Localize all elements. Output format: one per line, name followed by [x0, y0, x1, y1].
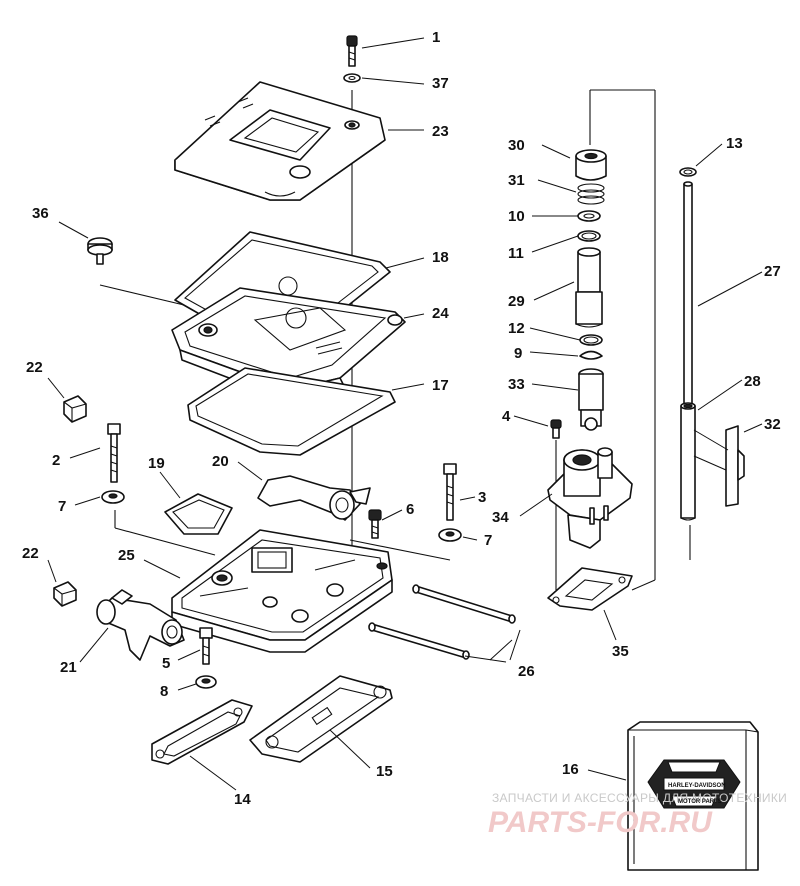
part-1-screw [346, 35, 358, 67]
callout-6: 6 [406, 501, 414, 518]
callout-11: 11 [508, 245, 524, 262]
callout-23: 23 [432, 123, 449, 140]
part-2-bolt [107, 423, 121, 483]
badge-text-genuine: GENUINE [676, 763, 713, 772]
part-29-tube [575, 247, 603, 328]
callout-13: 13 [726, 135, 743, 152]
part-12-oring [579, 334, 603, 346]
part-22-plug-lower [53, 581, 77, 607]
callout-29: 29 [508, 293, 525, 310]
callout-32: 32 [764, 416, 781, 433]
callout-12: 12 [508, 320, 525, 337]
badge-text-motor-parts: MOTOR PARTS [678, 799, 722, 805]
callout-14: 14 [234, 791, 251, 808]
part-35-gasket [547, 567, 633, 611]
part-11-oring [577, 230, 601, 242]
callout-18: 18 [432, 249, 449, 266]
part-19-gasket [164, 493, 233, 535]
part-7-washer-left [101, 490, 125, 504]
callout-4: 4 [502, 408, 511, 425]
callout-19: 19 [148, 455, 165, 472]
part-32-clip [725, 425, 745, 507]
callout-22-lower: 22 [22, 545, 39, 562]
part-37-washer [343, 73, 361, 83]
watermark-brand: PARTS-FOR.RU [488, 806, 713, 839]
watermark: ЗАПЧАСТИ И АКСЕССУАРЫ ДЛЯ МОТОТЕХНИКИ PA… [488, 791, 787, 839]
part-4-screw [550, 419, 562, 439]
callout-37: 37 [432, 75, 449, 92]
callout-17: 17 [432, 377, 449, 394]
callout-22-upper: 22 [26, 359, 43, 376]
callout-3: 3 [478, 489, 486, 506]
callout-36: 36 [32, 205, 49, 222]
part-26-shaft-upper [412, 584, 516, 624]
callout-27: 27 [764, 263, 781, 280]
part-22-plug-upper [63, 395, 87, 423]
callout-9: 9 [514, 345, 522, 362]
part-9-clip [579, 350, 603, 360]
part-36-plug [87, 237, 113, 265]
genuine-motor-parts-badge [647, 759, 741, 809]
part-23-rocker-cover [174, 81, 386, 201]
part-27-pushrod [683, 181, 693, 405]
part-15-gasket [249, 675, 393, 763]
leader-lines [47, 37, 763, 791]
part-31-spring [577, 183, 605, 205]
callout-2: 2 [52, 452, 60, 469]
callout-7-right: 7 [484, 532, 492, 549]
callout-28: 28 [744, 373, 761, 390]
callout-5: 5 [162, 655, 170, 672]
callout-24: 24 [432, 305, 449, 322]
part-13-ring [679, 167, 697, 177]
part-17-gasket [187, 367, 396, 456]
callout-35: 35 [612, 643, 629, 660]
watermark-caption: ЗАПЧАСТИ И АКСЕССУАРЫ ДЛЯ МОТОТЕХНИКИ [492, 791, 787, 805]
callout-26: 26 [518, 663, 535, 680]
part-6-screw [368, 509, 382, 539]
callout-10: 10 [508, 208, 525, 225]
callout-15: 15 [376, 763, 393, 780]
part-21-rocker-arm [96, 589, 185, 661]
part-10-washer [577, 210, 601, 222]
part-30-cap [575, 149, 607, 181]
callout-7-left: 7 [58, 498, 66, 515]
part-28-pushrod-tube [680, 402, 696, 521]
badge-labels: GENUINE HARLEY-DAVIDSON MOTOR PARTS [668, 763, 726, 805]
callout-1: 1 [432, 29, 440, 46]
callout-30: 30 [508, 137, 525, 154]
part-20-rocker-arm [257, 475, 371, 521]
part-3-bolt [443, 463, 457, 521]
badge-text-brand: HARLEY-DAVIDSON [668, 783, 726, 789]
callout-labels: 1 37 23 36 18 24 22 17 2 19 20 3 7 6 7 2… [22, 29, 781, 808]
part-5-bolt [199, 627, 213, 665]
callout-21: 21 [60, 659, 77, 676]
callout-33: 33 [508, 376, 525, 393]
callout-20: 20 [212, 453, 229, 470]
callout-25: 25 [118, 547, 135, 564]
part-33-lifter [578, 368, 604, 431]
callout-31: 31 [508, 172, 525, 189]
part-34-lifter-block [547, 447, 633, 549]
part-14-gasket [151, 699, 253, 765]
part-7-washer-right [438, 528, 462, 542]
callout-16: 16 [562, 761, 579, 778]
part-8-washer [195, 675, 217, 689]
callout-34: 34 [492, 509, 509, 526]
part-26-shaft-lower [368, 622, 470, 660]
callout-8: 8 [160, 683, 168, 700]
